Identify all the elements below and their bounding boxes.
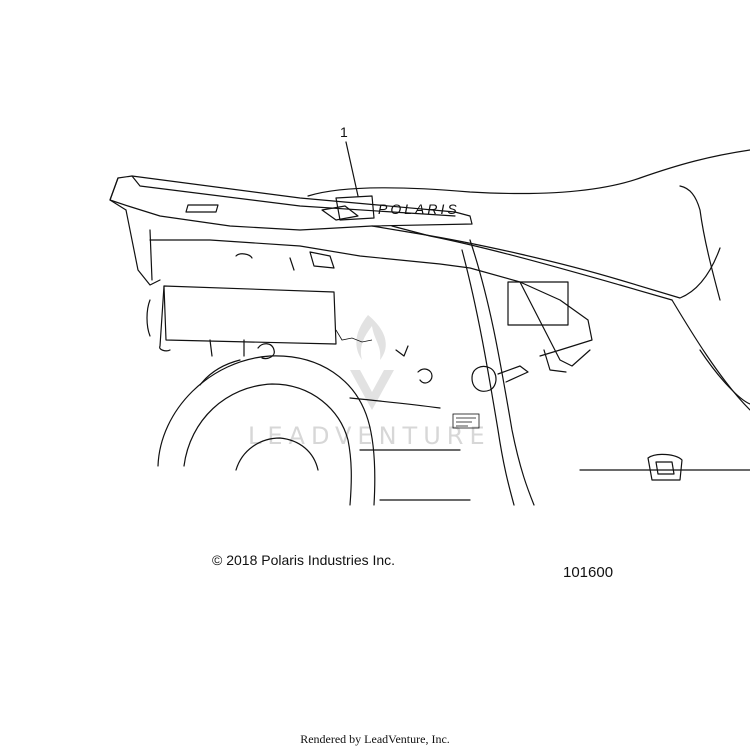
rear-fender: [149, 239, 593, 506]
watermark-text: LEADVENTURE: [248, 422, 491, 450]
fender-details: [257, 329, 683, 481]
copyright-notice: © 2018 Polaris Industries Inc.: [212, 552, 396, 568]
storage-box: [146, 251, 337, 357]
callout-1: 1: [340, 124, 359, 197]
rear-wheel: [157, 355, 471, 506]
callout-1-label: 1: [340, 124, 348, 140]
leadventure-watermark: LEADVENTURE: [248, 315, 491, 450]
brand-text: POLARIS: [378, 201, 460, 217]
rendered-by-footer: Rendered by LeadVenture, Inc.: [300, 732, 450, 746]
seat-and-body: [307, 149, 750, 471]
rear-rack: [109, 175, 473, 286]
diagram-number: 101600: [563, 564, 614, 581]
